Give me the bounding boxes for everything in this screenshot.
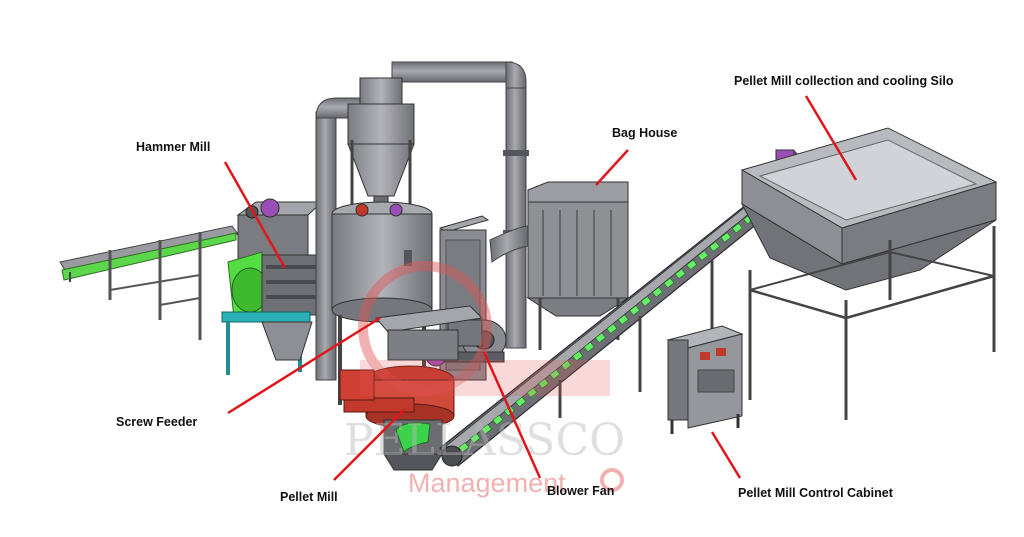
hammer-mill xyxy=(221,198,327,375)
leader-lines xyxy=(223,95,858,481)
conveyor-cleat xyxy=(469,433,481,444)
leader-silo xyxy=(804,95,858,181)
conveyor-cleat xyxy=(663,277,675,289)
leader-control-cabinet xyxy=(710,431,742,479)
watermark-tagline: Management xyxy=(408,468,566,498)
watermark-brand: PELLASSCO xyxy=(344,415,625,466)
label-control-cabinet: Pellet Mill Control Cabinet xyxy=(738,486,893,500)
conveyor-cleat xyxy=(617,314,629,325)
conveyor-cleats xyxy=(458,177,800,453)
conveyor-cleat xyxy=(583,341,595,353)
conveyor-cleat xyxy=(629,305,641,316)
leader-hammer-mill xyxy=(223,161,287,269)
control-cabinet xyxy=(666,325,744,434)
conveyor-cleat xyxy=(731,222,743,234)
leader-screw-feeder xyxy=(227,316,381,415)
conveyor-cleat xyxy=(606,323,618,334)
label-hammer-mill: Hammer Mill xyxy=(136,140,211,154)
label-pellet-mill: Pellet Mill xyxy=(280,490,338,504)
conveyor-cleat xyxy=(572,350,584,362)
leader-pellet-mill xyxy=(333,409,405,481)
conveyor-cleat xyxy=(481,423,492,435)
label-blower-fan: Blower Fan xyxy=(547,484,615,498)
storage-tank xyxy=(331,201,433,405)
conveyor-cleat xyxy=(458,442,470,453)
conveyor-cleat xyxy=(595,332,606,344)
pellet-mill xyxy=(339,305,484,471)
leader-blower-fan xyxy=(482,351,542,479)
pipework xyxy=(315,61,529,381)
conveyor-cleat xyxy=(709,241,720,252)
conveyor-cleat xyxy=(652,286,663,298)
cooling-silo xyxy=(740,127,998,420)
conveyor-cleat xyxy=(697,250,709,261)
conveyor-cleat xyxy=(686,259,698,271)
label-bag-house: Bag House xyxy=(612,126,678,140)
conveyor-cleat xyxy=(640,296,652,307)
conveyor-cleat xyxy=(560,359,572,371)
label-silo: Pellet Mill collection and cooling Silo xyxy=(734,74,954,88)
conveyor-cleat xyxy=(492,414,504,426)
conveyor-cleat xyxy=(538,378,549,389)
label-screw-feeder: Screw Feeder xyxy=(116,415,198,429)
conveyor-cleat xyxy=(526,387,538,398)
bag-house xyxy=(489,181,630,350)
infeed-conveyor xyxy=(59,225,239,340)
leader-bag-house xyxy=(595,149,629,186)
conveyor-cleat xyxy=(549,369,561,380)
conveyor-cleat xyxy=(674,268,686,280)
incline-conveyor xyxy=(439,149,818,467)
conveyor-cleat xyxy=(720,232,732,243)
conveyor-cleat xyxy=(515,396,527,408)
gear-icon xyxy=(600,468,624,492)
